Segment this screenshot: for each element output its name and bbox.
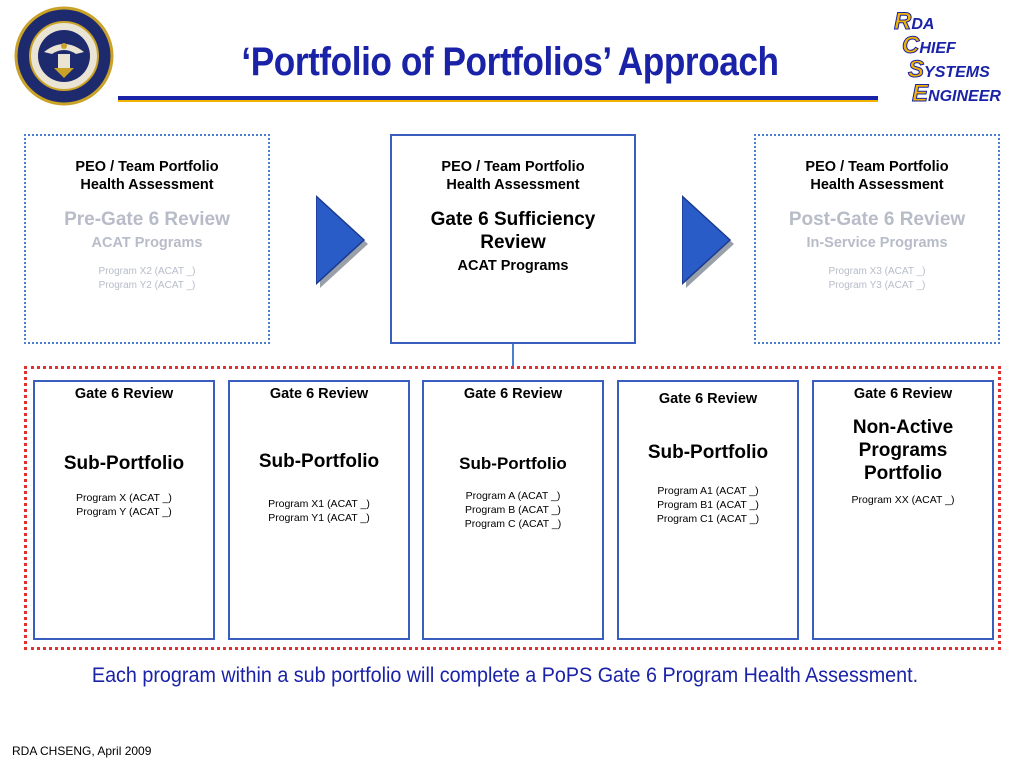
box-heading-line2: Health Assessment [810,177,944,193]
program-item: Program X (ACAT _) [76,492,172,504]
in-service-programs-label: In-Service Programs [806,235,948,251]
program-item: Program Y1 (ACAT _) [268,512,370,524]
caption: Each program within a sub portfolio will… [91,664,919,687]
sub-portfolio-title: Sub-Portfolio [459,454,567,473]
sub-portfolio-box-4: Gate 6 Review Sub-Portfolio Program A1 (… [617,380,799,640]
gate-6-review-label: Gate 6 Review [74,386,174,402]
program-item: Program X3 (ACAT _) [828,266,926,277]
program-item: Program A1 (ACAT _) [657,485,759,497]
acat-programs-label: ACAT Programs [91,235,203,251]
program-item: Program XX (ACAT _) [851,494,955,506]
program-item: Program C (ACAT _) [464,518,562,530]
pre-gate-6-title: Pre-Gate 6 Review [64,209,230,230]
pre-gate-6-box: PEO / Team Portfolio Health Assessment P… [24,134,270,344]
sub-portfolio-title: Sub-Portfolio [258,451,380,472]
non-active-programs-box: Gate 6 Review Non-Active Programs Portfo… [812,380,994,640]
program-item: Program Y2 (ACAT _) [98,280,196,291]
title-underline [118,96,878,100]
box-heading-line2: Health Assessment [446,177,580,193]
program-item: Program Y3 (ACAT _) [828,280,926,291]
gate-6-review-label: Gate 6 Review [658,391,758,407]
right-arrow-icon [315,194,372,290]
box-heading-line1: PEO / Team Portfolio [805,159,949,175]
right-arrow-icon [681,194,738,290]
non-active-title-line2: Programs [858,440,948,461]
program-item: Program A (ACAT _) [465,490,561,502]
sub-portfolio-box-2: Gate 6 Review Sub-Portfolio Program X1 (… [228,380,410,640]
sub-portfolio-box-1: Gate 6 Review Sub-Portfolio Program X (A… [33,380,215,640]
program-item: Program Y (ACAT _) [76,506,172,518]
rda-chief-systems-engineer-logo: RDA CHIEF SYSTEMS ENGINEER [893,8,1001,108]
program-item: Program C1 (ACAT _) [656,513,760,525]
sub-portfolio-group [24,366,1001,650]
program-item: Program B (ACAT _) [465,504,561,516]
gate-6-sufficiency-title: Gate 6 Sufficiency [430,209,596,230]
gate-6-sufficiency-title-line2: Review [480,232,546,253]
title-underline-accent [118,100,878,102]
non-active-title-line1: Non-Active [852,417,954,438]
gate-6-review-label: Gate 6 Review [269,386,369,402]
gate-6-sufficiency-box: PEO / Team Portfolio Health Assessment G… [390,134,636,344]
program-item: Program B1 (ACAT _) [657,499,759,511]
program-item: Program X2 (ACAT _) [98,266,196,277]
navy-seal-logo [14,6,114,106]
gate-6-review-label: Gate 6 Review [853,386,953,402]
sub-portfolio-title: Sub-Portfolio [647,442,769,463]
connector-line [512,344,514,366]
program-item: Program X1 (ACAT _) [268,498,370,510]
box-heading-line1: PEO / Team Portfolio [75,159,219,175]
footer-text: RDA CHSENG, April 2009 [12,744,152,758]
page-title: ‘Portfolio of Portfolios’ Approach [241,40,779,84]
sub-portfolio-title: Sub-Portfolio [63,453,185,474]
box-heading-line2: Health Assessment [80,177,214,193]
acat-programs-label: ACAT Programs [457,258,569,274]
post-gate-6-title: Post-Gate 6 Review [788,209,966,230]
non-active-title-line3: Portfolio [863,463,943,484]
sub-portfolio-box-3: Gate 6 Review Sub-Portfolio Program A (A… [422,380,604,640]
post-gate-6-box: PEO / Team Portfolio Health Assessment P… [754,134,1000,344]
gate-6-review-label: Gate 6 Review [463,386,563,402]
box-heading-line1: PEO / Team Portfolio [441,159,585,175]
